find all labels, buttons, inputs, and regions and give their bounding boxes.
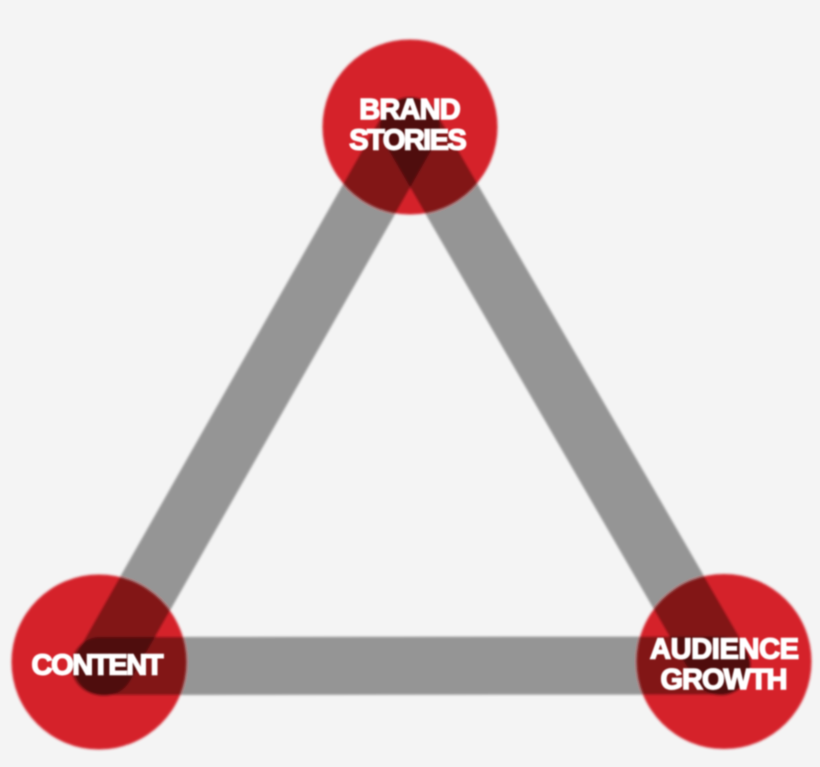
svg-text:AUDIENCE: AUDIENCE	[650, 634, 799, 666]
svg-text:STORIES: STORIES	[349, 124, 467, 156]
svg-text:BRAND: BRAND	[359, 94, 461, 126]
svg-text:GROWTH: GROWTH	[661, 664, 788, 696]
svg-text:CONTENT: CONTENT	[32, 650, 164, 682]
